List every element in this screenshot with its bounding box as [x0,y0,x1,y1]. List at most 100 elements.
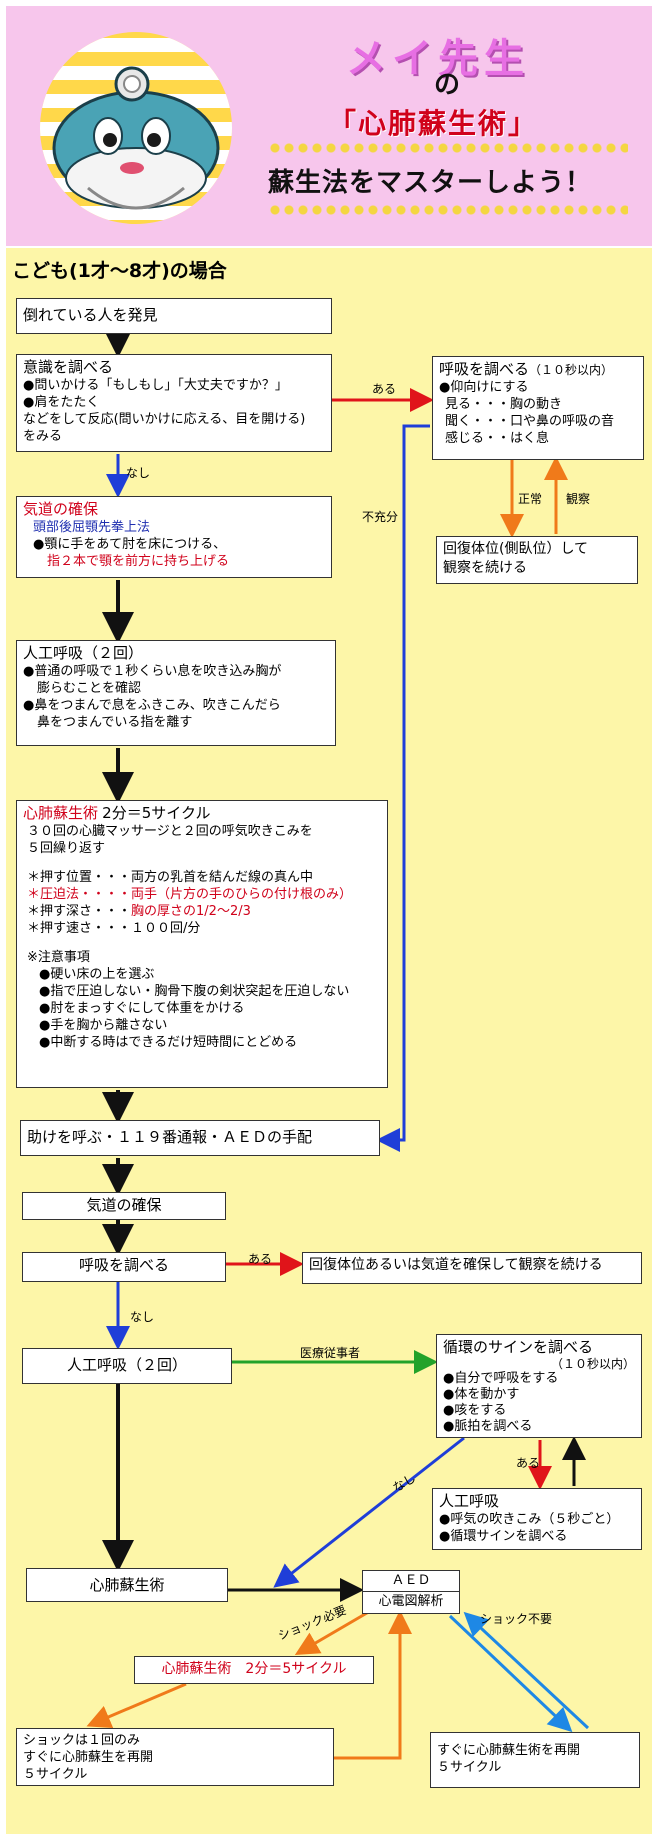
rescue3-title: 人工呼吸 [439,1492,500,1510]
arrow-aed-noshock [448,1614,573,1733]
box-breath1: 呼吸を調べる（１０秒以内） ●仰向けにする 見る・・・胸の動き 聞く・・・口や鼻… [432,356,644,460]
noshock-line-2: ５サイクル [437,1760,502,1775]
cpr-caution-3: ●肘をまっすぐにして体重をかける [39,1001,245,1016]
rescue3-line-2: ●循環サインを調べる [439,1529,568,1544]
dot-row-bottom [268,204,628,216]
box-cpr3: 心肺蘇生術 2分＝5サイクル [134,1656,374,1684]
box-rescue2: 人工呼吸（２回） [22,1348,232,1384]
aed-top: ＡＥＤ [363,1571,459,1592]
label-shock-not-needed: ショック不要 [480,1612,553,1626]
box-recovery2: 回復体位あるいは気道を確保して観察を続ける [302,1252,642,1284]
rescue-title: 人工呼吸（２回） [23,644,144,662]
cpr-title: 心肺蘇生術 [23,804,99,822]
box-shock: ショックは１回のみ すぐに心肺蘇生を再開 ５サイクル [16,1728,334,1786]
box-aed: ＡＥＤ 心電図解析 [362,1570,460,1614]
cpr-method: ＊圧迫法・・・・両手（片方の手のひらの付け根のみ） [23,886,381,903]
arrow-shock-aed [334,1610,412,1760]
breath1-line-1: ●仰向けにする [439,380,529,395]
cpr-line-2: ５回繰り返す [27,841,106,856]
recovery1-line-2: 観察を続ける [443,560,527,576]
section-title: こども(1才〜8才)の場合 [12,260,227,282]
box-discover: 倒れている人を発見 [16,298,332,334]
header-banner: メイ先生 の 「心肺蘇生術」 蘇生法をマスターしよう！ [6,6,652,246]
airway-sub: 頭部後屈顎先拳上法 [33,520,151,535]
label-normal: 正常 [518,492,543,506]
cpr-caution-4: ●手を胸から離さない [39,1018,168,1033]
consciousness-line-3: などをして反応(問いかけに応える、目を開ける) [23,412,306,427]
box-breath2: 呼吸を調べる [22,1252,226,1282]
consciousness-line-4: をみる [23,429,63,444]
label-aru-1: ある [372,382,397,396]
cpr-spacer-2 [23,937,381,949]
box-discover-text: 倒れている人を発見 [23,306,158,324]
noshock-line-1: すぐに心肺蘇生術を再開 [437,1743,581,1758]
cpr-title-suffix: 2分＝5サイクル [102,804,211,822]
rescue-line-4: 鼻をつまんでいる指を離す [37,715,193,730]
circulation-line-4: ●脈拍を調べる [443,1419,533,1434]
airway-line-1: ●顎に手をあて肘を床につける、 [33,537,227,552]
label-aru-3: ある [516,1456,541,1470]
box-airway: 気道の確保 頭部後屈顎先拳上法 ●顎に手をあて肘を床につける、 指２本で顎を前方… [16,496,332,578]
airway-red-line: 指２本で顎を前方に持ち上げる [47,554,230,569]
cpr-method-label: ＊圧迫法・・・・ [27,887,132,902]
consciousness-title: 意識を調べる [23,358,114,376]
shock-line-1: ショックは１回のみ [23,1733,141,1748]
label-medical: 医療従事者 [300,1346,361,1360]
box-rescue3: 人工呼吸 ●呼気の吹きこみ（５秒ごと） ●循環サインを調べる [432,1488,642,1550]
header-title-line1: メイ先生 [346,36,530,82]
box-consciousness: 意識を調べる ●問いかける「もしもし」「大丈夫ですか？」 ●肩をたたく などをし… [16,354,332,452]
aed-bottom: 心電図解析 [378,1594,444,1609]
label-insufficient: 不充分 [362,510,399,524]
circulation-title: 循環のサインを調べる [443,1338,594,1356]
airway2-text: 気道の確保 [86,1196,162,1214]
circulation-line-1: ●自分で呼吸をする [443,1371,559,1386]
box-noshock: すぐに心肺蘇生術を再開 ５サイクル [430,1732,640,1788]
cpr-method-value: 両手（片方の手のひらの付け根のみ） [131,887,353,902]
airway-title: 気道の確保 [23,500,99,518]
cpr-depth: ＊押す深さ・・・胸の厚さの1/2〜2/3 [23,903,381,920]
arrow-cpr3-shock [86,1682,187,1728]
arrow-aed-cpr3 [294,1608,373,1656]
cpr-caution-2: ●指で圧迫しない・胸骨下腹の剣状突起を圧迫しない [39,984,350,999]
breath1-line-4: 感じる・・はく息 [445,431,550,446]
label-aru-2: ある [248,1252,273,1266]
header-title-line4: 蘇生法をマスターしよう！ [268,168,593,198]
circulation-line-3: ●咳をする [443,1403,507,1418]
arrow-breath1-help [376,424,430,1152]
cpr-spacer-1 [23,857,381,869]
recovery1-line-1: 回復体位(側臥位）して [443,541,589,557]
box-rescue: 人工呼吸（２回） ●普通の呼吸で１秒くらい息を吹き込み胸が 膨らむことを確認 ●… [16,640,336,746]
cpr-depth-label: ＊押す深さ・・・ [27,904,132,919]
rescue3-line-1: ●呼気の吹きこみ（５秒ごと） [439,1512,620,1527]
box-cpr2: 心肺蘇生術 [26,1568,228,1602]
breath1-title: 呼吸を調べる [439,360,530,378]
cpr-caution-title: ※注意事項 [27,950,90,965]
shock-line-3: ５サイクル [23,1767,88,1782]
cpr-position: ＊押す位置・・・両方の乳首を結んだ線の真ん中 [27,870,314,885]
box-circulation: 循環のサインを調べる （１０秒以内） ●自分で呼吸をする ●体を動かす ●咳をす… [436,1334,642,1438]
circulation-line-2: ●体を動かす [443,1387,520,1402]
rescue2-text: 人工呼吸（２回） [66,1356,187,1374]
box-help: 助けを呼ぶ・１１９番通報・ＡＥＤの手配 [20,1120,380,1156]
help-text: 助けを呼ぶ・１１９番通報・ＡＥＤの手配 [27,1128,313,1146]
header-title-line3: 「心肺蘇生術」 [328,107,539,140]
cpr3-text: 心肺蘇生術 2分＝5サイクル [161,1661,347,1677]
box-recovery1: 回復体位(側臥位）して 観察を続ける [436,536,638,584]
cpr-speed: ＊押す速さ・・・１００回/分 [27,921,201,936]
consciousness-line-2: ●肩をたたく [23,395,100,410]
cpr-line-1: ３０回の心臓マッサージと２回の呼気吹きこみを [27,824,313,839]
box-airway2: 気道の確保 [22,1192,226,1220]
consciousness-line-1: ●問いかける「もしもし」「大丈夫ですか？」 [23,378,288,393]
arrow-noshock-aed [463,1611,590,1730]
recovery2-text: 回復体位あるいは気道を確保して観察を続ける [309,1257,603,1273]
label-nashi-2: なし [130,1310,155,1324]
label-observe: 観察 [566,492,591,506]
circulation-note: （１０秒以内） [550,1357,635,1371]
cpr2-text: 心肺蘇生術 [89,1576,165,1594]
rescue-line-2: 膨らむことを確認 [37,681,142,696]
box-cpr: 心肺蘇生術 2分＝5サイクル ３０回の心臓マッサージと２回の呼気吹きこみを ５回… [16,800,388,1088]
header-title-line2: の [434,70,461,100]
dot-row-top [268,142,628,154]
cpr-caution-1: ●硬い床の上を選ぶ [39,967,155,982]
